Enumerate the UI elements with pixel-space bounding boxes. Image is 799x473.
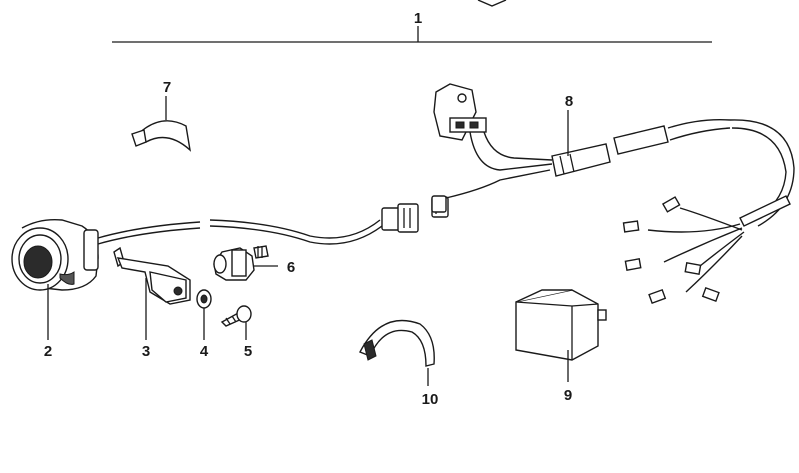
callout-7-number: 7: [163, 79, 171, 96]
part-8-harness: 8: [431, 83, 795, 304]
part-6-adapter: 6: [213, 245, 295, 281]
part-2-socket: 2: [11, 218, 99, 360]
callout-1: 1: [112, 10, 712, 43]
callout-8-number: 8: [565, 93, 573, 110]
part-4-washer: 4: [196, 289, 212, 360]
callout-10-number: 10: [422, 391, 439, 408]
part-7-clip: 7: [131, 79, 192, 152]
callout-9-number: 9: [564, 387, 572, 404]
callout-5-number: 5: [244, 343, 252, 360]
part-5-screw: 5: [220, 305, 252, 360]
main-cable: [97, 219, 383, 245]
callout-4-number: 4: [200, 343, 209, 360]
callout-2-number: 2: [44, 343, 52, 360]
part-3-bracket: 3: [113, 246, 191, 360]
callout-6-number: 6: [287, 259, 295, 276]
part-10-strap: 10: [359, 319, 439, 408]
part-9-relay: 9: [515, 289, 607, 404]
callout-1-number: 1: [414, 10, 422, 27]
top-clipped-part: [477, 0, 507, 7]
callout-3-number: 3: [142, 343, 150, 360]
